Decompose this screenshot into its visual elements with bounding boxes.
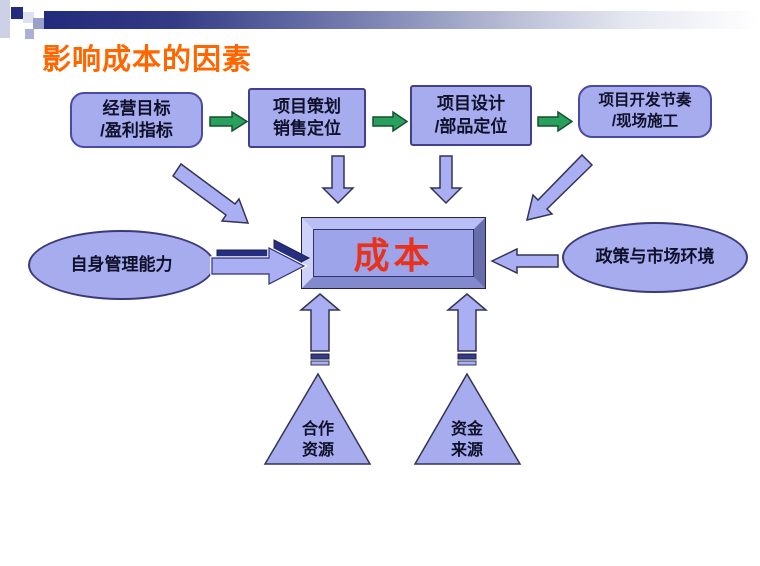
up-striped-arrow-right-head <box>445 293 489 352</box>
green-arrow-3 <box>537 110 574 133</box>
header-left-bar <box>0 0 10 38</box>
center-cost-box: 成本 <box>301 217 486 289</box>
ellipse-policy-market: 政策与市场环境 <box>562 222 748 293</box>
header-gradient-bar <box>44 11 760 29</box>
flow-box-business-goals: 经营目标 /盈利指标 <box>70 92 203 148</box>
center-cost-label: 成本 <box>353 236 434 276</box>
flow-box-development-pace: 项目开发节奏 /现场施工 <box>578 85 712 138</box>
triangle-funding-sources: 资金 来源 <box>411 370 523 468</box>
triangle-label: 资金 来源 <box>450 421 483 460</box>
right-arrow-3d-gap <box>210 245 308 287</box>
header-square-medium <box>33 18 44 29</box>
triangle-shape <box>263 372 372 465</box>
triangle-cooperation-resources: 合作 资源 <box>262 370 374 468</box>
down-arrow-right <box>429 155 463 205</box>
up-striped-arrow-right-stripe1 <box>457 353 477 360</box>
up-striped-arrow-right-stripe2 <box>457 360 477 366</box>
up-striped-arrow-left-stripe1 <box>310 353 330 360</box>
right-arrow-3d-front <box>211 247 306 285</box>
green-arrow-1 <box>209 110 249 133</box>
flow-box-project-planning: 项目策划 销售定位 <box>248 88 366 148</box>
up-striped-arrow-left-head <box>298 293 342 352</box>
down-arrow-left <box>321 155 355 205</box>
ellipse-self-management: 自身管理能力 <box>28 230 215 300</box>
diagonal-arrow-right <box>525 153 594 222</box>
header-square-small <box>25 29 34 39</box>
green-arrow-2 <box>372 110 409 133</box>
left-arrow <box>490 247 559 275</box>
triangle-shape <box>413 372 522 465</box>
triangle-label: 合作 资源 <box>301 421 334 460</box>
up-striped-arrow-left-stripe2 <box>310 360 330 366</box>
header-square-navy <box>11 7 23 19</box>
flow-box-project-design: 项目设计 /部品定位 <box>410 85 532 146</box>
slide-title: 影响成本的因素 <box>42 44 253 76</box>
diagonal-arrow-left <box>171 162 250 224</box>
right-arrow-3d-shadow <box>216 239 311 277</box>
header-square-light <box>23 12 34 23</box>
